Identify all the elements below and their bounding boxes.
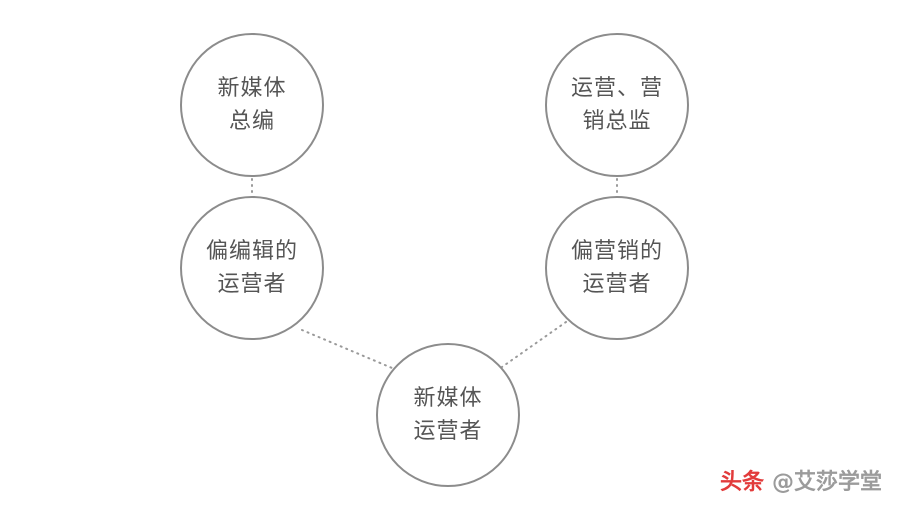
watermark-handle: @艾莎学堂 — [771, 470, 882, 495]
node-label-line: 偏营销的 — [570, 239, 663, 264]
toutiao-brand-mark: 头条 — [719, 470, 764, 495]
connector-left-diagonal — [301, 329, 393, 369]
node-label-line: 销总监 — [582, 109, 652, 134]
node-label-line: 运营者 — [413, 419, 483, 444]
connector-right-diagonal — [501, 321, 567, 368]
node-label-line: 运营者 — [582, 272, 652, 297]
node-new-media-chief-editor: 新媒体 总编 — [180, 33, 324, 177]
node-label-line: 偏编辑的 — [205, 239, 298, 264]
node-label-line: 新媒体 — [217, 76, 287, 101]
node-label-line: 运营、营 — [570, 76, 663, 101]
watermark: 头条 @艾莎学堂 — [720, 464, 882, 496]
node-label-line: 新媒体 — [413, 386, 483, 411]
node-new-media-operator: 新媒体 运营者 — [376, 343, 520, 487]
node-label-line: 总编 — [228, 109, 275, 134]
node-operations-marketing-director: 运营、营 销总监 — [545, 33, 689, 177]
node-editorial-leaning-operator: 偏编辑的 运营者 — [180, 196, 324, 340]
node-marketing-leaning-operator: 偏营销的 运营者 — [545, 196, 689, 340]
node-label-line: 运营者 — [217, 272, 287, 297]
